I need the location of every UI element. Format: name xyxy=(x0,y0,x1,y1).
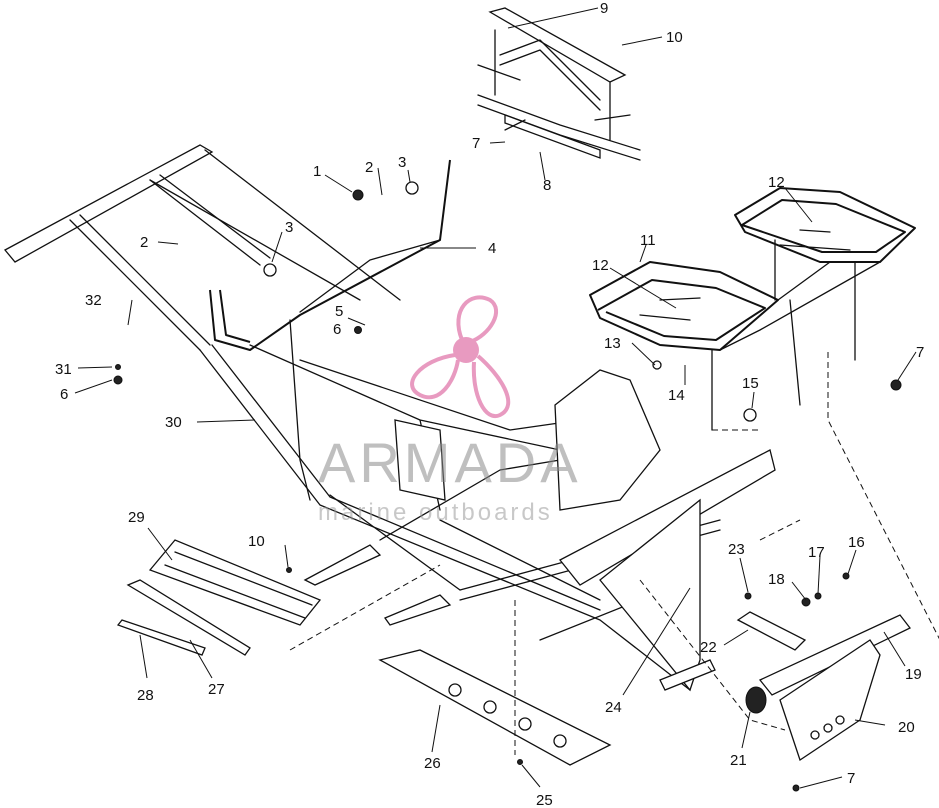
callout-10: 10 xyxy=(248,533,265,550)
callout-2: 2 xyxy=(365,159,373,176)
callout-13: 13 xyxy=(604,335,621,352)
callout-29: 29 xyxy=(128,509,145,526)
skid-plate xyxy=(378,649,612,766)
callout-15: 15 xyxy=(742,375,759,392)
callout-21: 21 xyxy=(730,752,747,769)
callout-3: 3 xyxy=(398,154,406,171)
callout-8: 8 xyxy=(543,177,551,194)
callout-24: 24 xyxy=(605,699,622,716)
callout-22: 22 xyxy=(700,639,717,656)
callout-10: 10 xyxy=(666,29,683,46)
callout-14: 14 xyxy=(668,387,685,404)
callout-23: 23 xyxy=(728,541,745,558)
inset-bracket-detail xyxy=(477,7,641,161)
callout-32: 32 xyxy=(85,292,102,309)
watermark-brand: ARMADA xyxy=(318,431,582,494)
callout-20: 20 xyxy=(898,719,915,736)
callout-7: 7 xyxy=(847,770,855,787)
propeller-logo-icon xyxy=(410,295,511,419)
callout-31: 31 xyxy=(55,361,72,378)
callout-4: 4 xyxy=(488,240,496,257)
callout-6: 6 xyxy=(60,386,68,403)
callout-1: 1 xyxy=(313,163,321,180)
callout-3: 3 xyxy=(285,219,293,236)
callout-30: 30 xyxy=(165,414,182,431)
guide-lines xyxy=(289,352,939,755)
callout-27: 27 xyxy=(208,681,225,698)
leader-lines xyxy=(74,7,917,789)
callout-11: 11 xyxy=(640,232,656,249)
callout-12: 12 xyxy=(592,257,609,274)
watermark-tagline: marine outboards xyxy=(318,499,553,526)
callout-7: 7 xyxy=(916,344,924,361)
callout-labels: 1 2 3 3 2 4 5 6 32 31 6 30 9 10 7 8 11 1… xyxy=(55,0,924,808)
front-footrest-assembly xyxy=(116,539,322,656)
callout-12: 12 xyxy=(768,174,785,191)
callout-5: 5 xyxy=(335,303,343,320)
rear-rack xyxy=(589,187,916,431)
callout-9: 9 xyxy=(600,0,608,17)
hardware xyxy=(113,181,902,792)
callout-7: 7 xyxy=(472,135,480,152)
callout-28: 28 xyxy=(137,687,154,704)
main-frame xyxy=(3,144,776,692)
callout-17: 17 xyxy=(808,544,825,561)
callout-25: 25 xyxy=(536,792,553,808)
callout-6: 6 xyxy=(333,321,341,338)
callout-2: 2 xyxy=(140,234,148,251)
callout-16: 16 xyxy=(848,534,865,551)
armada-watermark: ARMADA marine outboards xyxy=(318,295,582,526)
callout-18: 18 xyxy=(768,571,785,588)
callout-26: 26 xyxy=(424,755,441,772)
callout-19: 19 xyxy=(905,666,922,683)
front-bumper-assembly xyxy=(736,611,912,762)
